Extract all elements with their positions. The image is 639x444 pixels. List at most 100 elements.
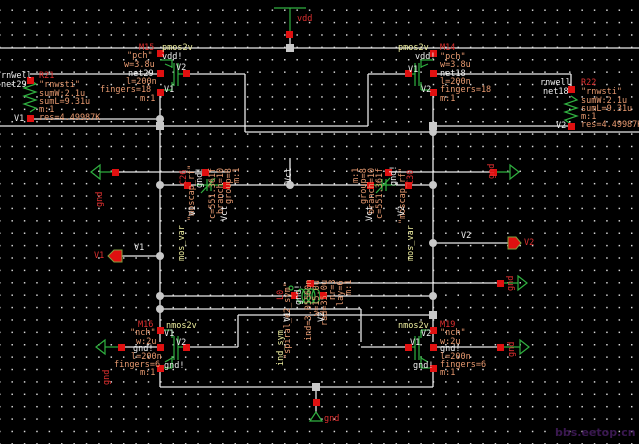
- c30-inst: C30: [406, 169, 416, 185]
- l0-m: m:1: [344, 279, 354, 295]
- m14-drain: V2: [421, 85, 432, 95]
- m19-bulk: gnd!: [440, 344, 461, 354]
- vct-label: Vct: [284, 167, 294, 183]
- gnd-label: gnd: [102, 369, 112, 385]
- m14-gate-net: net18: [440, 69, 466, 79]
- m16-bulk: gnd!: [133, 344, 154, 354]
- r22-term3: V2: [556, 121, 567, 131]
- m16-drain: V1: [164, 329, 175, 339]
- r21-res: res=4.49987K: [39, 113, 101, 123]
- m19-model: "nch": [440, 328, 466, 338]
- m15-fingers: fingers=18: [100, 85, 152, 95]
- c26-bulk: gnd!: [195, 167, 205, 188]
- resistor-R21: [22, 79, 38, 113]
- m16-source: gnd!: [164, 361, 185, 371]
- gnd-label: gnd: [324, 414, 340, 424]
- r22-inst: R22: [581, 78, 597, 88]
- r22-suml: sumL=9.31u: [581, 104, 633, 114]
- r21-term3: V1: [14, 114, 25, 124]
- m15-inst: M15: [139, 43, 155, 53]
- c26-t2: Vct: [220, 205, 230, 221]
- m16-inst: M16: [138, 320, 154, 330]
- m16-model: "nch": [130, 328, 156, 338]
- m16-fingers: fingers=6: [114, 360, 161, 370]
- m19-fingers: fingers=6: [440, 360, 487, 370]
- pin-V2: [507, 236, 522, 250]
- m14-w: w=3.8u: [440, 60, 471, 70]
- r22-model: "rnwsti": [581, 87, 622, 97]
- m14-inst: M14: [440, 43, 456, 53]
- r22-sumw: sumW:2.1u: [581, 96, 628, 106]
- m15-drain: V1: [164, 85, 175, 95]
- m15-gate-net: net29: [128, 69, 154, 79]
- m19-drain: V2: [421, 329, 432, 339]
- c30-c: c=551.361f: [375, 167, 385, 219]
- r22-term1: rnwell: [540, 78, 571, 88]
- nmos-M19: [408, 329, 433, 369]
- m19-m: m:1: [440, 368, 456, 378]
- r21-m: m:1: [39, 105, 55, 115]
- m14-fingers: fingers=18: [440, 85, 492, 95]
- c30-type: mos_var: [406, 225, 416, 261]
- m16-cell: nmos2v: [166, 321, 197, 331]
- l0-type: ind_sym: [276, 330, 286, 366]
- gnd-symbol: [308, 410, 324, 422]
- m14-l: l=200n: [440, 77, 471, 87]
- m19-source: gnd!: [413, 361, 434, 371]
- c26-type: mos_var: [177, 225, 187, 261]
- gnd-label: gnd: [506, 275, 516, 291]
- m16-m: m:1: [140, 368, 156, 378]
- l0-t1: V1: [283, 311, 293, 322]
- gnd-label: gnd: [487, 163, 497, 179]
- l0-t2: V2: [317, 311, 327, 322]
- m15-source: vdd!: [162, 52, 183, 62]
- c26-t1: V1: [188, 205, 198, 216]
- v1-wire-label: V1: [134, 243, 145, 253]
- m14-m: m:1: [440, 94, 456, 104]
- gnd-label: gnd: [95, 191, 105, 207]
- c26-m: m:1: [232, 167, 242, 183]
- m16-gate: V2: [176, 338, 187, 348]
- c30-t2: V2: [397, 205, 407, 216]
- m14-model: "pch": [440, 52, 466, 62]
- pmos-M15: [160, 59, 186, 91]
- r22-term2: net18: [543, 87, 569, 97]
- m19-cell: nmos2v: [398, 321, 429, 331]
- r21-suml: sumL=9.31u: [39, 97, 91, 107]
- r22-res: res=4.49987K: [581, 120, 639, 130]
- m19-gate: V1: [410, 338, 421, 348]
- l0-bulk: gnd!: [294, 284, 304, 305]
- m19-l: l=200n: [440, 352, 471, 362]
- resistor-R22: [563, 95, 579, 125]
- m14-source: vdd!: [415, 52, 436, 62]
- m15-m: m:1: [140, 94, 156, 104]
- m14-bulk: V1: [408, 65, 419, 75]
- m14-cell: pmos2v: [398, 43, 429, 53]
- m19-w: w:2u: [440, 337, 461, 347]
- pin-V1: [107, 249, 123, 263]
- v2-pin-label[interactable]: V2: [524, 238, 535, 248]
- m15-cell: pmos2v: [162, 43, 193, 53]
- r21-model: "rnwsti": [39, 80, 80, 90]
- gnd-label: gnd: [507, 341, 517, 357]
- r21-term1: rnwell: [1, 71, 32, 81]
- m15-model: "pch": [127, 51, 153, 61]
- v1-pin-label[interactable]: V1: [94, 251, 105, 261]
- vdd-label: vdd: [297, 14, 313, 24]
- m16-w: w:2u: [136, 337, 157, 347]
- c30-t1: Vct: [365, 205, 375, 221]
- m19-inst: M19: [440, 320, 456, 330]
- m15-bulk: V2: [176, 63, 187, 73]
- r21-inst: R21: [39, 71, 55, 81]
- r22-m: m:1: [581, 112, 597, 122]
- r21-sumw: sumW:2.1u: [39, 89, 86, 99]
- v2-wire-label: V2: [461, 231, 472, 241]
- r21-term2: net29: [1, 80, 27, 90]
- m15-l: l=200n: [126, 77, 157, 87]
- varactor-C26: [196, 177, 224, 194]
- m15-w: w=3.8u: [124, 60, 155, 70]
- varactor-C30: [370, 177, 396, 194]
- watermark: bbs.eetop.cn: [555, 426, 636, 439]
